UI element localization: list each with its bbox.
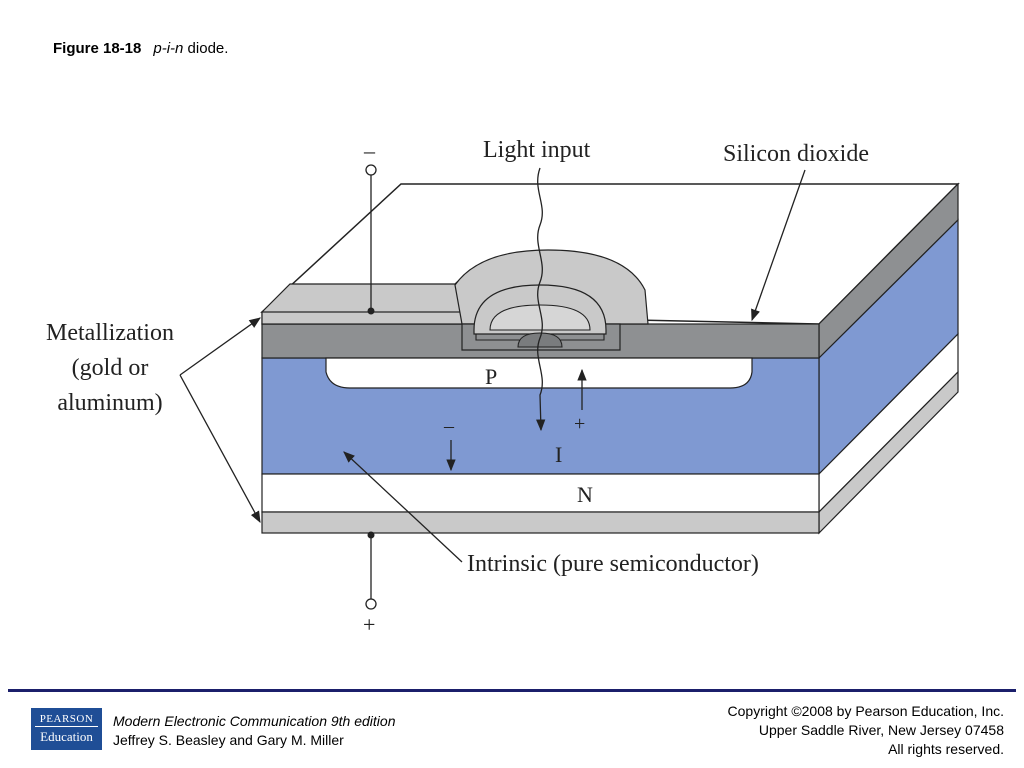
window-step [475,334,605,341]
intrinsic-arrow [343,451,463,563]
top-contact-dot [367,307,375,315]
book-authors: Jeffrey S. Beasley and Gary M. Miller [113,732,344,748]
light-input-ray [536,167,546,432]
intrinsic-label: Intrinsic (pure semiconductor) [467,551,759,577]
metallization-arrow-bottom [179,374,261,524]
silicon-dioxide-arrow [751,169,806,322]
bottom-terminal [365,598,377,610]
copyright-line-3: All rights reserved. [888,741,1004,757]
pearson-logo: PEARSON Education [31,708,102,750]
copyright-line-1: Copyright ©2008 by Pearson Education, In… [727,703,1004,719]
pin-diode-diagram: P I N + – – + Light input Silicon dioxid… [46,137,960,637]
i-region-label: I [555,442,562,467]
p-region [325,357,753,389]
metallization-label-line1: Metallization [46,320,174,346]
window-inner-ring [489,304,591,331]
figure-number: Figure 18-18 [53,40,142,57]
hole-sign: + [574,413,585,435]
logo-top-text: PEARSON [35,708,98,727]
footer-divider [8,689,1016,692]
metallization-label-line2: (gold or [72,355,149,381]
top-terminal [365,164,377,176]
book-title: Modern Electronic Communication 9th edit… [113,713,396,729]
electron-sign: – [443,415,455,437]
figure-caption: Figure 18-18 p-i-n diode. [53,40,228,57]
logo-bottom-text: Education [40,729,93,744]
light-input-label: Light input [483,137,591,163]
book-info: Modern Electronic Communication 9th edit… [113,712,395,750]
bottom-terminal-sign: + [363,612,375,637]
top-metal-front [261,311,463,325]
copyright-line-2: Upper Saddle River, New Jersey 07458 [758,722,1004,738]
front-n-layer [261,473,820,513]
figure-caption-italic: p-i-n [153,40,184,57]
front-bottom-metal [261,511,820,534]
figure-caption-text: diode. [183,40,229,57]
metallization-arrow-top [179,317,261,376]
metallization-label-line3: aluminum) [57,390,162,416]
window-center-cap [517,332,563,348]
copyright-notice: Copyright ©2008 by Pearson Education, In… [728,702,1004,759]
silicon-dioxide-label: Silicon dioxide [723,141,869,167]
n-region-label: N [577,482,593,507]
top-terminal-sign: – [363,138,376,163]
p-region-label: P [485,364,497,389]
